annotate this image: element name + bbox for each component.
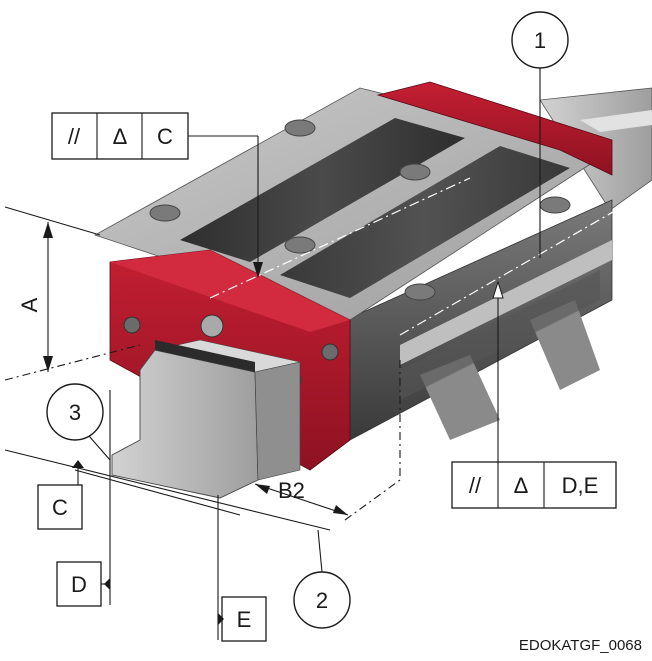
tolerance-frame-right: // Δ D,E — [451, 280, 617, 509]
datum-d: D — [56, 561, 110, 607]
callout-3-label: 3 — [69, 400, 81, 425]
datum-c: C — [37, 460, 84, 530]
callout-2: 2 — [293, 571, 351, 629]
tolerance-frame-top: // Δ C — [51, 112, 263, 278]
callout-2-label: 2 — [316, 588, 328, 613]
tolerance-right-parallel: // — [469, 473, 482, 498]
end-cap-back — [376, 81, 613, 176]
datum-e: E — [218, 596, 267, 642]
tolerance-right-datum: D,E — [562, 473, 599, 498]
centre-lines — [209, 177, 626, 336]
dimension-b2: B2 — [254, 360, 401, 521]
tolerance-top-datum: C — [157, 124, 173, 149]
dimension-a-label: A — [17, 297, 42, 312]
dimension-a: A — [4, 206, 141, 381]
tolerance-top-delta: Δ — [113, 124, 128, 149]
figure-id: EDOKATGF_0068 — [519, 637, 642, 654]
rail-profile — [111, 339, 301, 499]
datum-e-label: E — [237, 607, 252, 632]
datum-d-label: D — [71, 572, 87, 597]
callout-1: 1 — [511, 11, 569, 258]
datum-c-label: C — [52, 495, 68, 520]
callout-1-label: 1 — [534, 28, 546, 53]
tolerance-top-parallel: // — [68, 124, 81, 149]
tolerance-right-delta: Δ — [514, 473, 529, 498]
callout-3: 3 — [46, 383, 104, 441]
dimension-b2-label: B2 — [278, 478, 305, 503]
